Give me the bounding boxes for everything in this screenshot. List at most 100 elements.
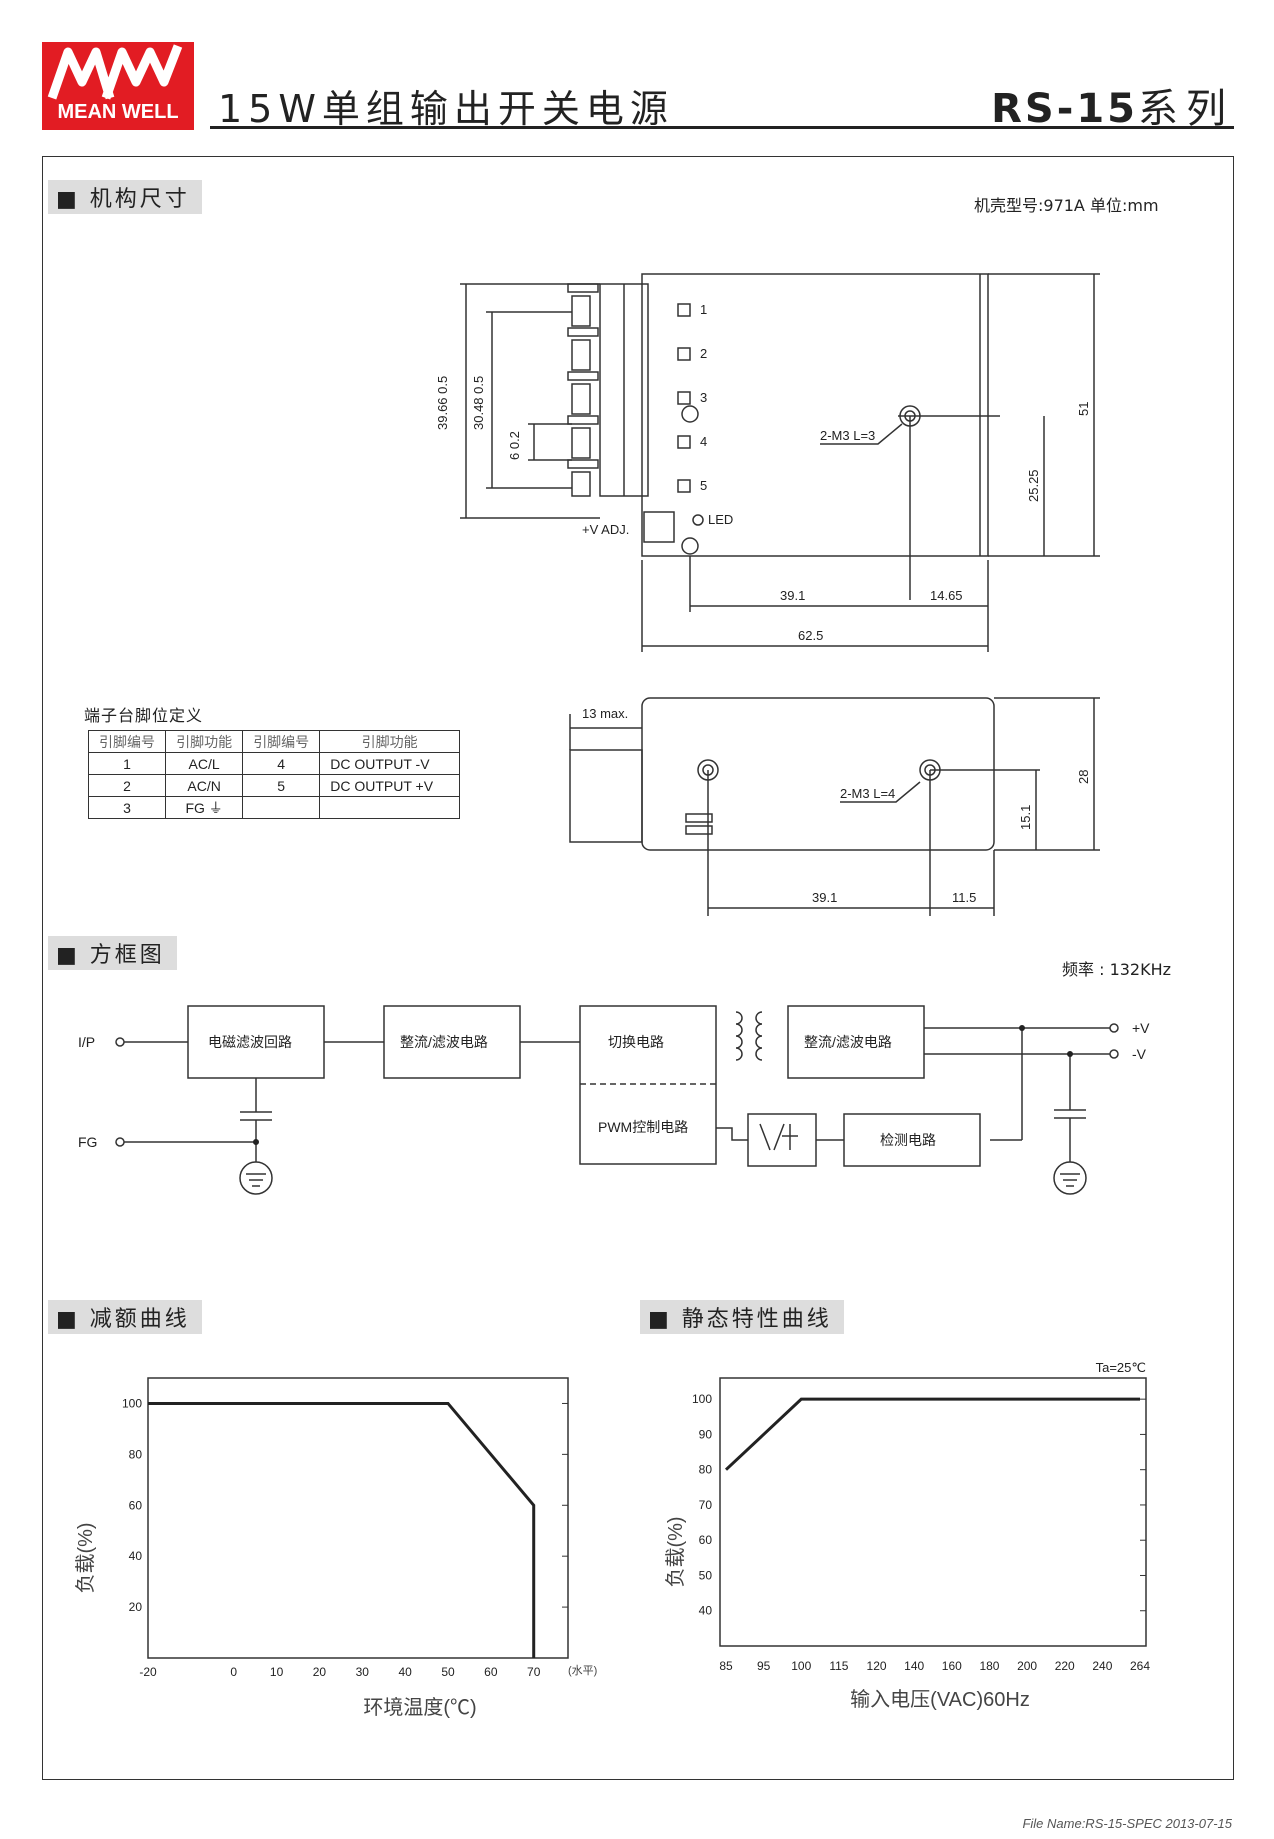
case-info: 机壳型号:971A 单位:mm xyxy=(974,196,1159,215)
pin-label-1: 1 xyxy=(700,302,707,317)
derating-ylabel: 负载(%) xyxy=(74,1522,97,1593)
table-row: 1 AC/L 4 DC OUTPUT -V xyxy=(87,752,460,775)
minus-v-label: -V xyxy=(1132,1046,1147,1062)
static-xtick-label: 160 xyxy=(942,1659,962,1673)
page-title: 15W单组输出开关电源 xyxy=(218,87,674,131)
fg-label: FG xyxy=(78,1134,97,1150)
derating-xlabel: 环境温度(℃) xyxy=(363,1696,476,1719)
static-plot-area xyxy=(719,1377,1147,1647)
side-max-label: 13 max. xyxy=(582,706,628,721)
box-label-rect1: 整流/滤波电路 xyxy=(400,1034,488,1050)
transformer-primary xyxy=(735,1011,743,1061)
side-dim-w1: 39.1 xyxy=(812,890,837,905)
pin-label-4: 4 xyxy=(700,434,707,449)
led-label: LED xyxy=(708,512,733,527)
derating-xtick-label: 20 xyxy=(313,1665,327,1679)
top-view-body xyxy=(641,273,989,557)
pin-table-header-cell: 引脚功能 xyxy=(319,730,460,753)
vadj-label: +V ADJ. xyxy=(582,522,629,537)
footer-filename: File Name:RS-15-SPEC 2013-07-15 xyxy=(1022,1816,1232,1831)
pin-label-2: 2 xyxy=(700,346,707,361)
static-xtick-label: 220 xyxy=(1055,1659,1075,1673)
table-row: 2 AC/N 5 DC OUTPUT +V xyxy=(87,774,460,797)
pin-table-header-cell: 引脚编号 xyxy=(242,730,321,753)
derating-xtick-label: -20 xyxy=(139,1665,157,1679)
dim-w2: 14.65 xyxy=(930,588,963,603)
series-model: RS-15 xyxy=(991,86,1138,132)
static-xtick-label: 264 xyxy=(1130,1659,1150,1673)
logo-text: MEAN WELL xyxy=(57,101,179,123)
table-cell: DC OUTPUT -V xyxy=(319,752,460,775)
table-cell: AC/N xyxy=(165,774,244,797)
series-name: RS-15系列 xyxy=(991,76,1234,134)
box-label-emi: 电磁滤波回路 xyxy=(208,1034,292,1050)
derating-xtick-label: 30 xyxy=(356,1665,370,1679)
table-cell: 4 xyxy=(242,752,321,775)
static-ytick-label: 70 xyxy=(699,1498,713,1512)
static-xtick-label: 240 xyxy=(1092,1659,1112,1673)
side-view-body xyxy=(641,697,995,851)
static-xtick-label: 115 xyxy=(829,1659,848,1673)
screw-label-side: 2-M3 L=4 xyxy=(840,786,895,801)
derating-ytick-label: 60 xyxy=(129,1498,143,1512)
derating-xtick-note: (水平) xyxy=(568,1664,597,1677)
dim-height: 51 xyxy=(1076,402,1091,416)
dim-h3: 6 0.2 xyxy=(507,431,522,460)
static-ytick-label: 90 xyxy=(699,1427,713,1441)
table-cell: 2 xyxy=(87,774,167,797)
derating-ytick-label: 80 xyxy=(129,1447,143,1461)
derating-series-line xyxy=(148,1401,536,1658)
table-cell: AC/L xyxy=(165,752,244,775)
switch-pwm-box xyxy=(579,1005,717,1165)
table-cell: FG ⏚ xyxy=(165,796,244,819)
dim-total-w: 62.5 xyxy=(798,628,823,643)
side-dim-height: 28 xyxy=(1076,770,1091,784)
dim-h2: 30.48 0.5 xyxy=(471,376,486,430)
static-xtick-label: 85 xyxy=(719,1659,733,1673)
transformer-secondary xyxy=(755,1011,763,1061)
content-frame xyxy=(42,156,1234,1780)
box-label-detect: 检测电路 xyxy=(880,1132,936,1148)
pin-label-5: 5 xyxy=(700,478,707,493)
series-suffix: 系列 xyxy=(1138,86,1234,132)
dim-h1: 39.66 0.5 xyxy=(435,376,450,430)
header-rule xyxy=(210,126,1234,129)
static-xtick-label: 180 xyxy=(979,1659,999,1673)
derating-xtick-label: 70 xyxy=(527,1665,541,1679)
static-ytick-label: 50 xyxy=(699,1568,713,1582)
pin-table: 引脚编号 引脚功能 引脚编号 引脚功能 1 AC/L 4 DC OUTPUT -… xyxy=(87,730,460,819)
static-section-title: 静态特性曲线 xyxy=(640,1300,844,1334)
table-cell: 5 xyxy=(242,774,321,797)
terminals xyxy=(567,283,599,497)
pin-table-header: 引脚编号 引脚功能 引脚编号 引脚功能 xyxy=(87,730,460,753)
static-annotation: Ta=25℃ xyxy=(1096,1360,1146,1375)
side-dim-w2: 11.5 xyxy=(952,890,976,905)
screw-label-top: 2-M3 L=3 xyxy=(820,428,875,443)
pin-table-header-cell: 引脚功能 xyxy=(165,730,244,753)
brand-logo: MEAN WELL xyxy=(42,42,194,130)
derating-ytick-label: 100 xyxy=(122,1396,142,1410)
top-view-drawing: 1 2 3 4 5 LED +V ADJ. 2-M3 L=3 39.1 14.6… xyxy=(435,273,1100,652)
dim-hole-h: 25.25 xyxy=(1026,469,1041,502)
freq-label: 频率 : 132KHz xyxy=(1062,960,1172,979)
mw-logo-mark xyxy=(47,44,183,100)
derating-xtick-label: 40 xyxy=(398,1665,412,1679)
box-label-pwm: PWM控制电路 xyxy=(598,1119,688,1135)
table-cell: 3 xyxy=(87,796,167,819)
pin-table-title: 端子台脚位定义 xyxy=(84,706,204,725)
static-ytick-label: 80 xyxy=(699,1463,713,1477)
derating-xtick-label: 10 xyxy=(270,1665,284,1679)
static-xtick-label: 140 xyxy=(904,1659,924,1673)
derating-xtick-label: 50 xyxy=(441,1665,455,1679)
box-label-rect2: 整流/滤波电路 xyxy=(804,1034,892,1050)
table-row: 3 FG ⏚ xyxy=(87,796,460,819)
dim-w1: 39.1 xyxy=(780,588,805,603)
table-cell: 1 xyxy=(87,752,167,775)
derating-section-title: 减额曲线 xyxy=(48,1300,202,1334)
static-xtick-label: 100 xyxy=(791,1659,811,1673)
optocoupler xyxy=(747,1113,817,1167)
box-label-switch: 切换电路 xyxy=(608,1034,664,1050)
plus-v-label: +V xyxy=(1132,1020,1150,1036)
